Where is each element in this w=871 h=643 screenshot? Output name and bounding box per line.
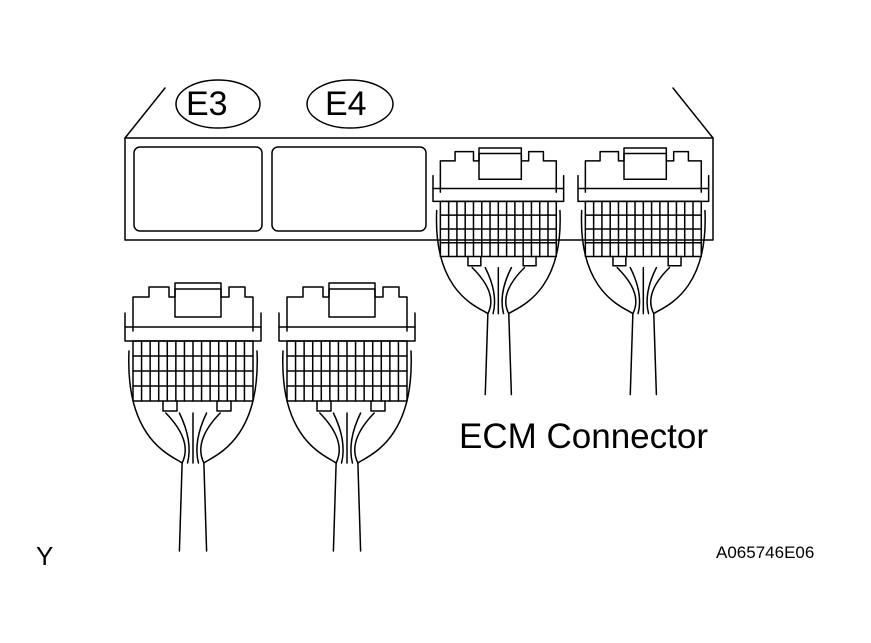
boot-outline [581, 211, 705, 314]
cable [179, 463, 206, 551]
boot-outline [436, 211, 560, 314]
lock-tab [175, 289, 221, 317]
latch-housing [287, 283, 407, 331]
cable [630, 314, 656, 395]
connector-e4-plug [279, 283, 415, 551]
connector-e3-label: E3 [186, 85, 228, 123]
connector-e4-label: E4 [325, 85, 367, 123]
connector-e4-tag-oval [307, 80, 393, 128]
figure-code: A065746E06 [716, 543, 815, 562]
ecm-socket-right [578, 148, 709, 395]
connector-e3-tag-oval [176, 80, 260, 128]
lock-tab [329, 289, 375, 317]
latch-housing [133, 283, 253, 331]
cable [485, 314, 511, 395]
ecm-housing [125, 88, 713, 240]
lock-tab [479, 154, 521, 180]
connector-e3-plug [125, 283, 261, 551]
boot-outline [283, 351, 411, 463]
lock-tab [624, 154, 666, 180]
ecm-socket-left [433, 148, 564, 395]
latch-housing [585, 148, 701, 192]
latch-housing [440, 148, 556, 192]
cable [333, 463, 360, 551]
boot-outline [129, 351, 257, 463]
diagram-title: ECM Connector [459, 417, 708, 456]
corner-mark: Y [36, 541, 54, 571]
